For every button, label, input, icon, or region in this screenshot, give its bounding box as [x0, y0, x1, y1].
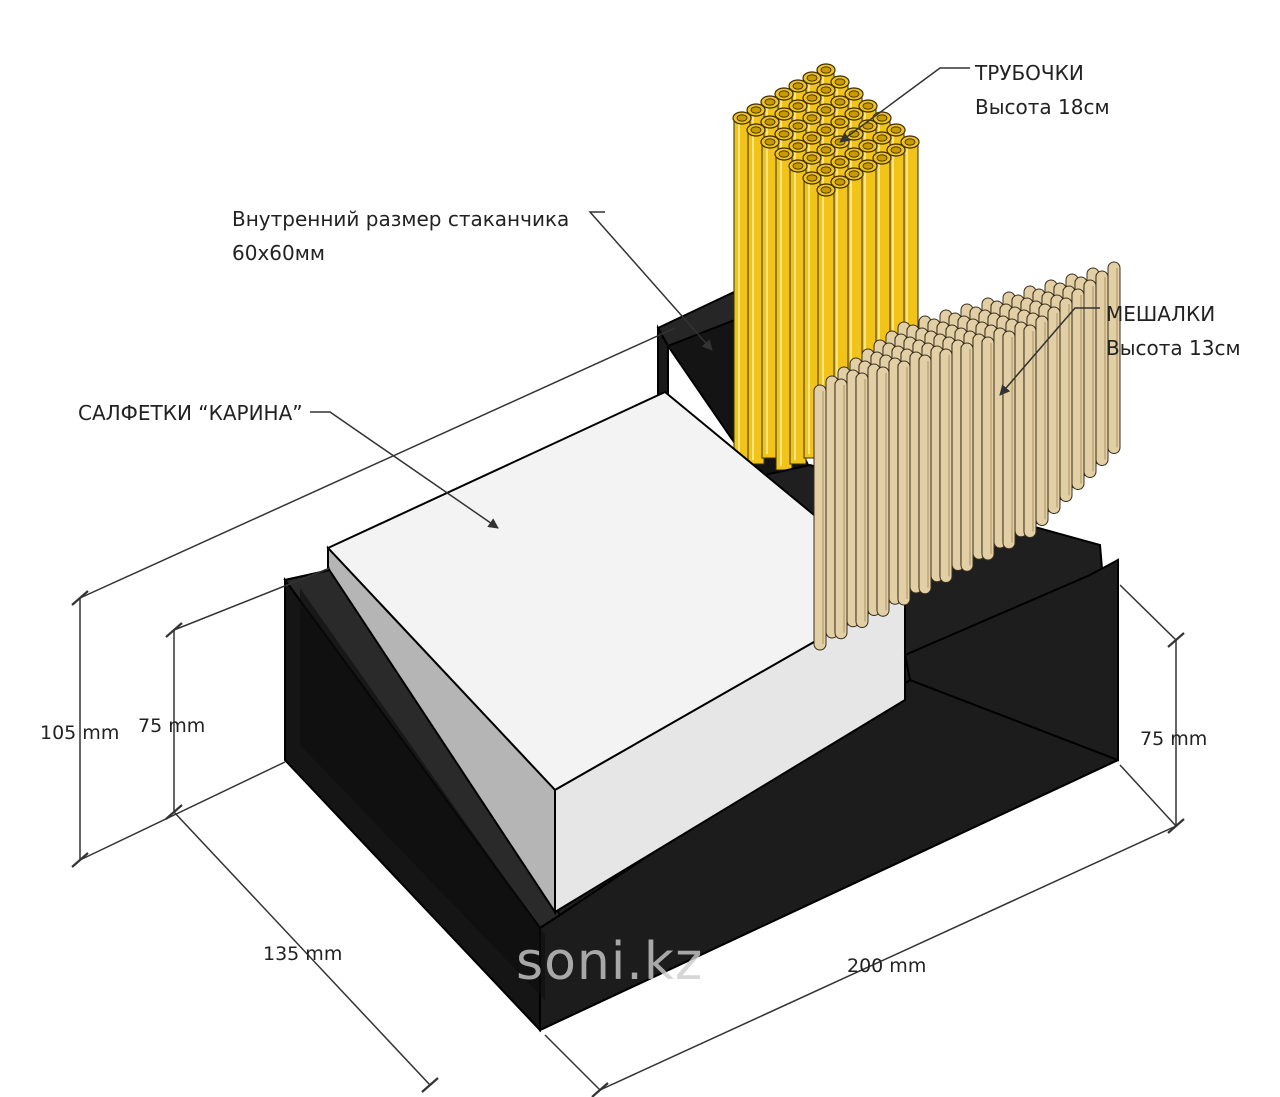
straw-hole [890, 146, 902, 154]
stirrer [1023, 324, 1037, 538]
straw-hole [862, 162, 874, 170]
straw-hole [904, 138, 916, 146]
dim-depth: 135 mm [263, 943, 343, 965]
stirrer [1059, 297, 1073, 502]
stirrer-compartment [903, 558, 1119, 762]
watermark: soni.kz [516, 932, 704, 992]
straw-hole [778, 130, 790, 138]
stirrer [876, 366, 890, 617]
straw-hole [764, 98, 776, 106]
straw-hole [750, 106, 762, 114]
straw-hole [876, 154, 888, 162]
stirrer [1083, 279, 1097, 478]
stirrer [918, 354, 932, 595]
straw-hole [806, 114, 818, 122]
label-straws-title: ТРУБОЧКИ [975, 61, 1084, 85]
napkin-stack [326, 390, 907, 916]
dimension-lines [79, 327, 1177, 1091]
straw-hole [806, 74, 818, 82]
straw-hole [792, 142, 804, 150]
straw-hole [820, 86, 832, 94]
straw-hole [778, 110, 790, 118]
straw-hole [820, 106, 832, 114]
straw-hole [876, 134, 888, 142]
straw-hole [848, 150, 860, 158]
straw-hole [736, 114, 748, 122]
leader-lines [310, 67, 1100, 529]
straw-hole [834, 118, 846, 126]
straw-hole [890, 126, 902, 134]
stirrer [834, 378, 848, 640]
straw-hole [876, 114, 888, 122]
straw-hole [820, 146, 832, 154]
stirrer [1071, 288, 1085, 490]
straw-hole [806, 154, 818, 162]
stirrer [897, 360, 911, 606]
straw-hole [820, 166, 832, 174]
stirrers-bundle [813, 261, 1121, 651]
straw-hole [778, 90, 790, 98]
label-napkins: САЛФЕТКИ “КАРИНА” [78, 401, 303, 425]
straw-hole [820, 186, 832, 194]
dim-width: 200 mm [847, 955, 927, 977]
straw-hole [862, 122, 874, 130]
label-straws-height: Высота 18см [975, 95, 1110, 119]
straw-hole [820, 66, 832, 74]
straw-hole [834, 158, 846, 166]
stirrer [960, 342, 974, 572]
straw-hole [764, 118, 776, 126]
straw-hole [834, 178, 846, 186]
label-cup-title: Внутренний размер стаканчика [232, 207, 570, 231]
straw-hole [778, 150, 790, 158]
label-stirrers-height: Высота 13см [1106, 336, 1241, 360]
straw-hole [820, 126, 832, 134]
stirrer [855, 372, 869, 628]
straw-hole [848, 110, 860, 118]
stirrer [813, 384, 827, 651]
label-stirrers-title: МЕШАЛКИ [1106, 302, 1216, 326]
straw-hole [834, 78, 846, 86]
straw-hole [792, 102, 804, 110]
straw-hole [806, 94, 818, 102]
straw-hole [848, 90, 860, 98]
straw-hole [792, 82, 804, 90]
straw-hole [764, 138, 776, 146]
straw-hole [750, 126, 762, 134]
dim-right-height: 75 mm [1140, 728, 1208, 750]
dim-total-height: 105 mm [40, 722, 120, 744]
straw-hole [806, 134, 818, 142]
straw-hole [792, 162, 804, 170]
straw-hole [848, 170, 860, 178]
label-cup-size: 60х60мм [232, 241, 325, 265]
dim-front-height: 75 mm [138, 715, 206, 737]
dimension-ticks [71, 590, 1185, 1097]
straw-hole [806, 174, 818, 182]
stirrer [981, 336, 995, 561]
stirrer [1002, 330, 1016, 550]
straw-hole [862, 142, 874, 150]
straw-hole [862, 102, 874, 110]
straw-hole [834, 98, 846, 106]
straw-hole [792, 122, 804, 130]
stirrer [939, 348, 953, 583]
